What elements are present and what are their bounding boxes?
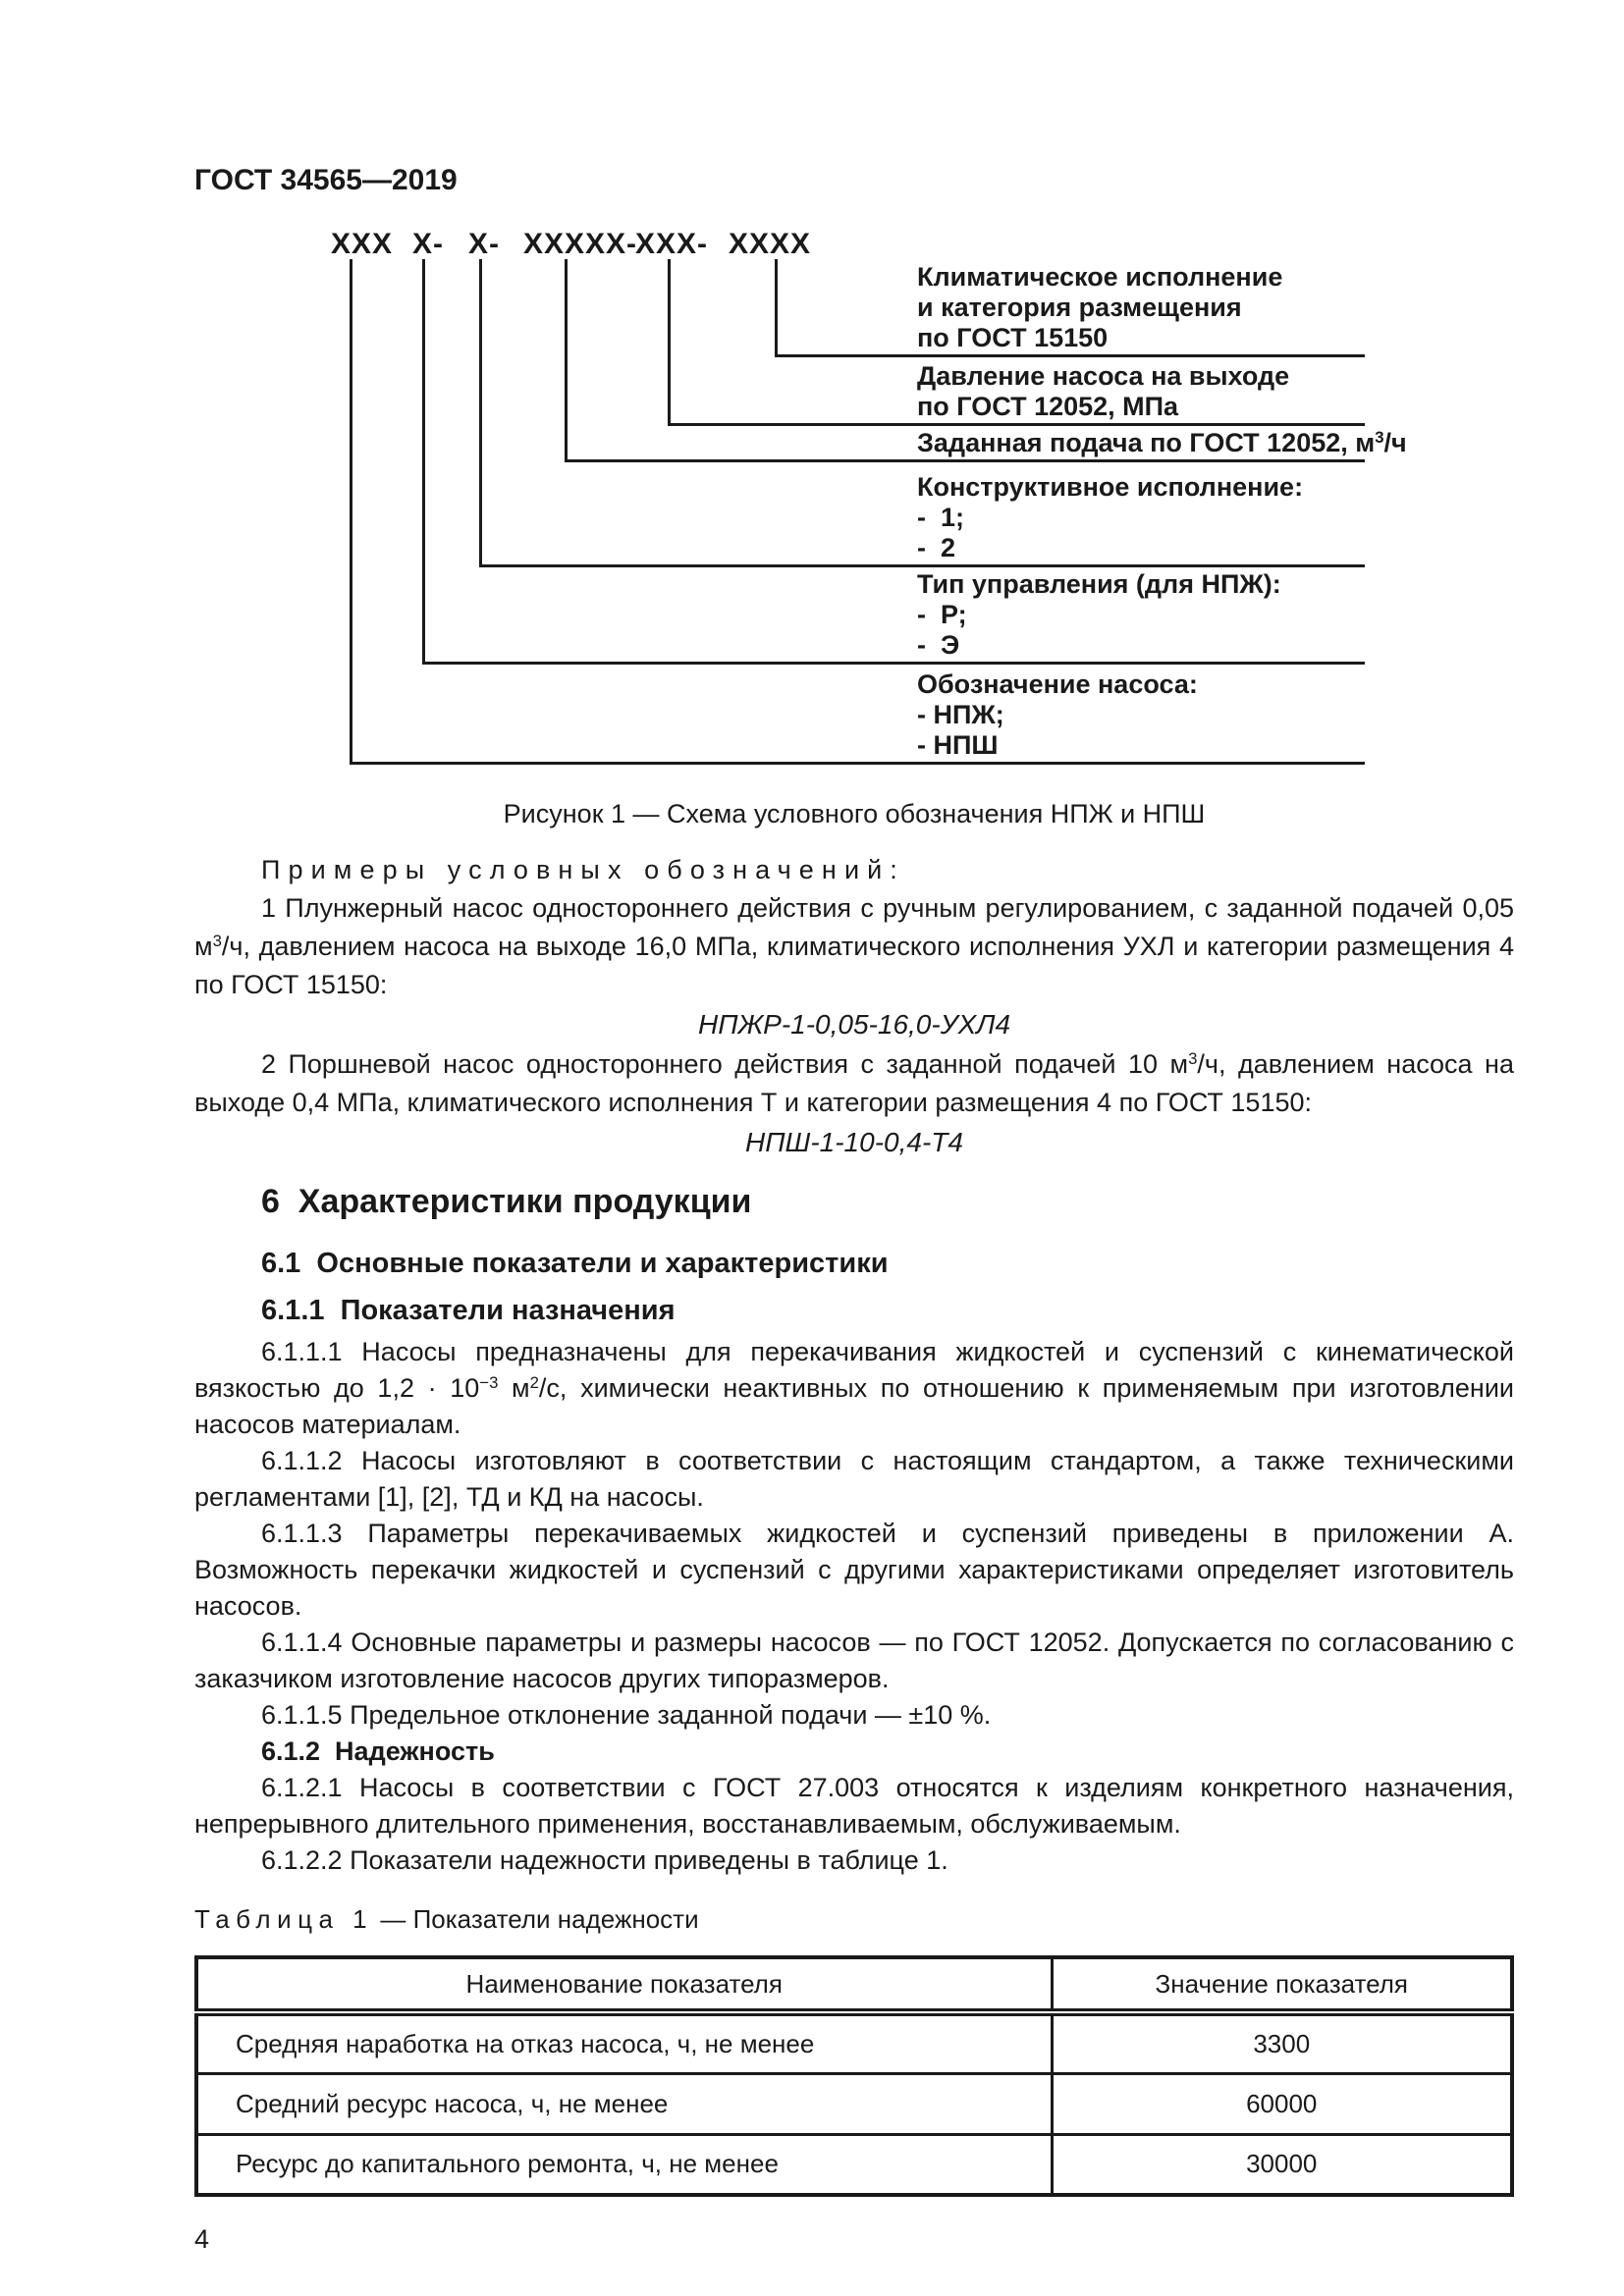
callout-control: Тип управления (для НПЖ): - Р; - Э xyxy=(917,569,1506,661)
callout-line: Обозначение насоса: xyxy=(917,669,1198,699)
page-number: 4 xyxy=(194,2224,210,2254)
table-1-caption-text: — Показатели надежности xyxy=(373,1904,699,1934)
table-row: Средний ресурс насоса, ч, не менее 60000 xyxy=(194,2071,1514,2136)
callout-line: и категория размещения xyxy=(917,293,1242,322)
code-group-6: XXXX xyxy=(729,228,812,260)
section-6-title: 6 Характеристики продукции xyxy=(261,1183,752,1220)
table-cell-name: Ресурс до капитального ремонта, ч, не ме… xyxy=(194,2132,1054,2197)
table-cell-name: Средняя наработка на отказ насоса, ч, не… xyxy=(194,2010,1054,2075)
section-6-1-2-title: 6.1.2 Надежность xyxy=(261,1736,495,1766)
section-6-1-1-title: 6.1.1 Показатели назначения xyxy=(261,1295,676,1326)
code-group-5: XXX- xyxy=(635,228,709,260)
paragraph-6-1-1-5: 6.1.1.5 Предельное отклонение заданной п… xyxy=(261,1700,992,1730)
connector-line-design xyxy=(479,259,1365,567)
callout-pump: Обозначение насоса: - НПЖ; - НПШ xyxy=(917,669,1506,761)
connector-line-flow xyxy=(565,259,1365,462)
connector-line-control xyxy=(422,259,1365,665)
callout-line: Тип управления (для НПЖ): xyxy=(917,569,1281,599)
connector-line-pressure xyxy=(668,259,1365,426)
table-1-caption: Таблица 1 — Показатели надежности xyxy=(194,1904,1514,1934)
callout-line: Заданная подача по ГОСТ 12052, м3/ч xyxy=(917,427,1407,457)
paragraph-6-1-1-1: 6.1.1.1 Насосы предназначены для перекач… xyxy=(194,1337,1514,1439)
callout-line: по ГОСТ 15150 xyxy=(917,323,1109,352)
callout-line: - НПШ xyxy=(917,730,999,760)
paragraph-6-1-2-1: 6.1.2.1 Насосы в соответствии с ГОСТ 27.… xyxy=(194,1773,1514,1839)
connector-line-climate xyxy=(775,259,1365,357)
table-1-caption-number: Таблица 1 xyxy=(194,1904,374,1934)
example-paragraph-2: 2 Поршневой насос одностороннего действи… xyxy=(194,1048,1514,1117)
example-paragraph-1: 1 Плунжерный насос одностороннего действ… xyxy=(194,893,1514,999)
callout-line: Давление насоса на выходе xyxy=(917,361,1290,391)
callout-line: - 1; xyxy=(917,503,965,532)
section-6-paragraphs: 6.1.1.1 Насосы предназначены для перекач… xyxy=(194,1334,1514,1879)
table-cell-value: 30000 xyxy=(1050,2132,1514,2197)
callout-line: Конструктивное исполнение: xyxy=(917,472,1304,502)
callout-line: - НПЖ; xyxy=(917,700,1004,729)
page-content: ГОСТ 34565—2019 XXX X- X- XXXXX- XXX- XX… xyxy=(194,165,1514,2254)
reliability-table: Наименование показателя Значение показат… xyxy=(194,1955,1514,2197)
example-designation-1: НПЖР-1-0,05-16,0-УХЛ4 xyxy=(697,1009,1011,1040)
connector-line-pump xyxy=(350,259,1365,765)
callout-line: Климатическое исполнение xyxy=(917,262,1283,292)
examples-heading: Примеры условных обозначений: xyxy=(261,855,905,884)
figure-1-designation-scheme: XXX X- X- XXXXX- XXX- XXXX Климатическое… xyxy=(194,226,1514,775)
table-row: Средняя наработка на отказ насоса, ч, не… xyxy=(194,2010,1514,2075)
callout-line: - Р; xyxy=(917,600,967,629)
callout-line: - 2 xyxy=(917,533,956,562)
callout-line: по ГОСТ 12052, МПа xyxy=(917,392,1179,421)
paragraph-6-1-1-4: 6.1.1.4 Основные параметры и размеры нас… xyxy=(194,1628,1514,1693)
paragraph-6-1-1-3: 6.1.1.3 Параметры перекачиваемых жидкост… xyxy=(194,1519,1514,1621)
table-cell-value: 3300 xyxy=(1050,2010,1514,2075)
table-header-row: Наименование показателя Значение показат… xyxy=(194,1955,1514,2016)
callout-flow: Заданная подача по ГОСТ 12052, м3/ч xyxy=(917,428,1506,458)
figure-1-caption: Рисунок 1 — Схема условного обозначения … xyxy=(503,799,1206,828)
table-header-name: Наименование показателя xyxy=(194,1955,1054,2016)
code-group-2: X- xyxy=(412,228,444,260)
table-header-value: Значение показателя xyxy=(1050,1955,1514,2016)
table-row: Ресурс до капитального ремонта, ч, не ме… xyxy=(194,2132,1514,2197)
paragraph-6-1-1-2: 6.1.1.2 Насосы изготовляют в соответстви… xyxy=(194,1446,1514,1512)
code-group-4: XXXXX- xyxy=(523,228,638,260)
example-designation-2: НПШ-1-10-0,4-Т4 xyxy=(745,1127,963,1157)
paragraph-6-1-2-2: 6.1.2.2 Показатели надежности приведены … xyxy=(261,1845,948,1875)
table-cell-value: 60000 xyxy=(1050,2071,1514,2136)
section-6-1-title: 6.1 Основные показатели и характеристики xyxy=(261,1248,889,1279)
code-group-1: XXX xyxy=(331,228,394,260)
callout-pressure: Давление насоса на выходе по ГОСТ 12052,… xyxy=(917,361,1506,422)
doc-code-header: ГОСТ 34565—2019 xyxy=(194,164,458,196)
callout-line: - Э xyxy=(917,630,960,660)
code-group-3: X- xyxy=(468,228,500,260)
callout-design: Конструктивное исполнение: - 1; - 2 xyxy=(917,472,1506,563)
table-cell-name: Средний ресурс насоса, ч, не менее xyxy=(194,2071,1054,2136)
callout-climate: Климатическое исполнение и категория раз… xyxy=(917,262,1506,353)
